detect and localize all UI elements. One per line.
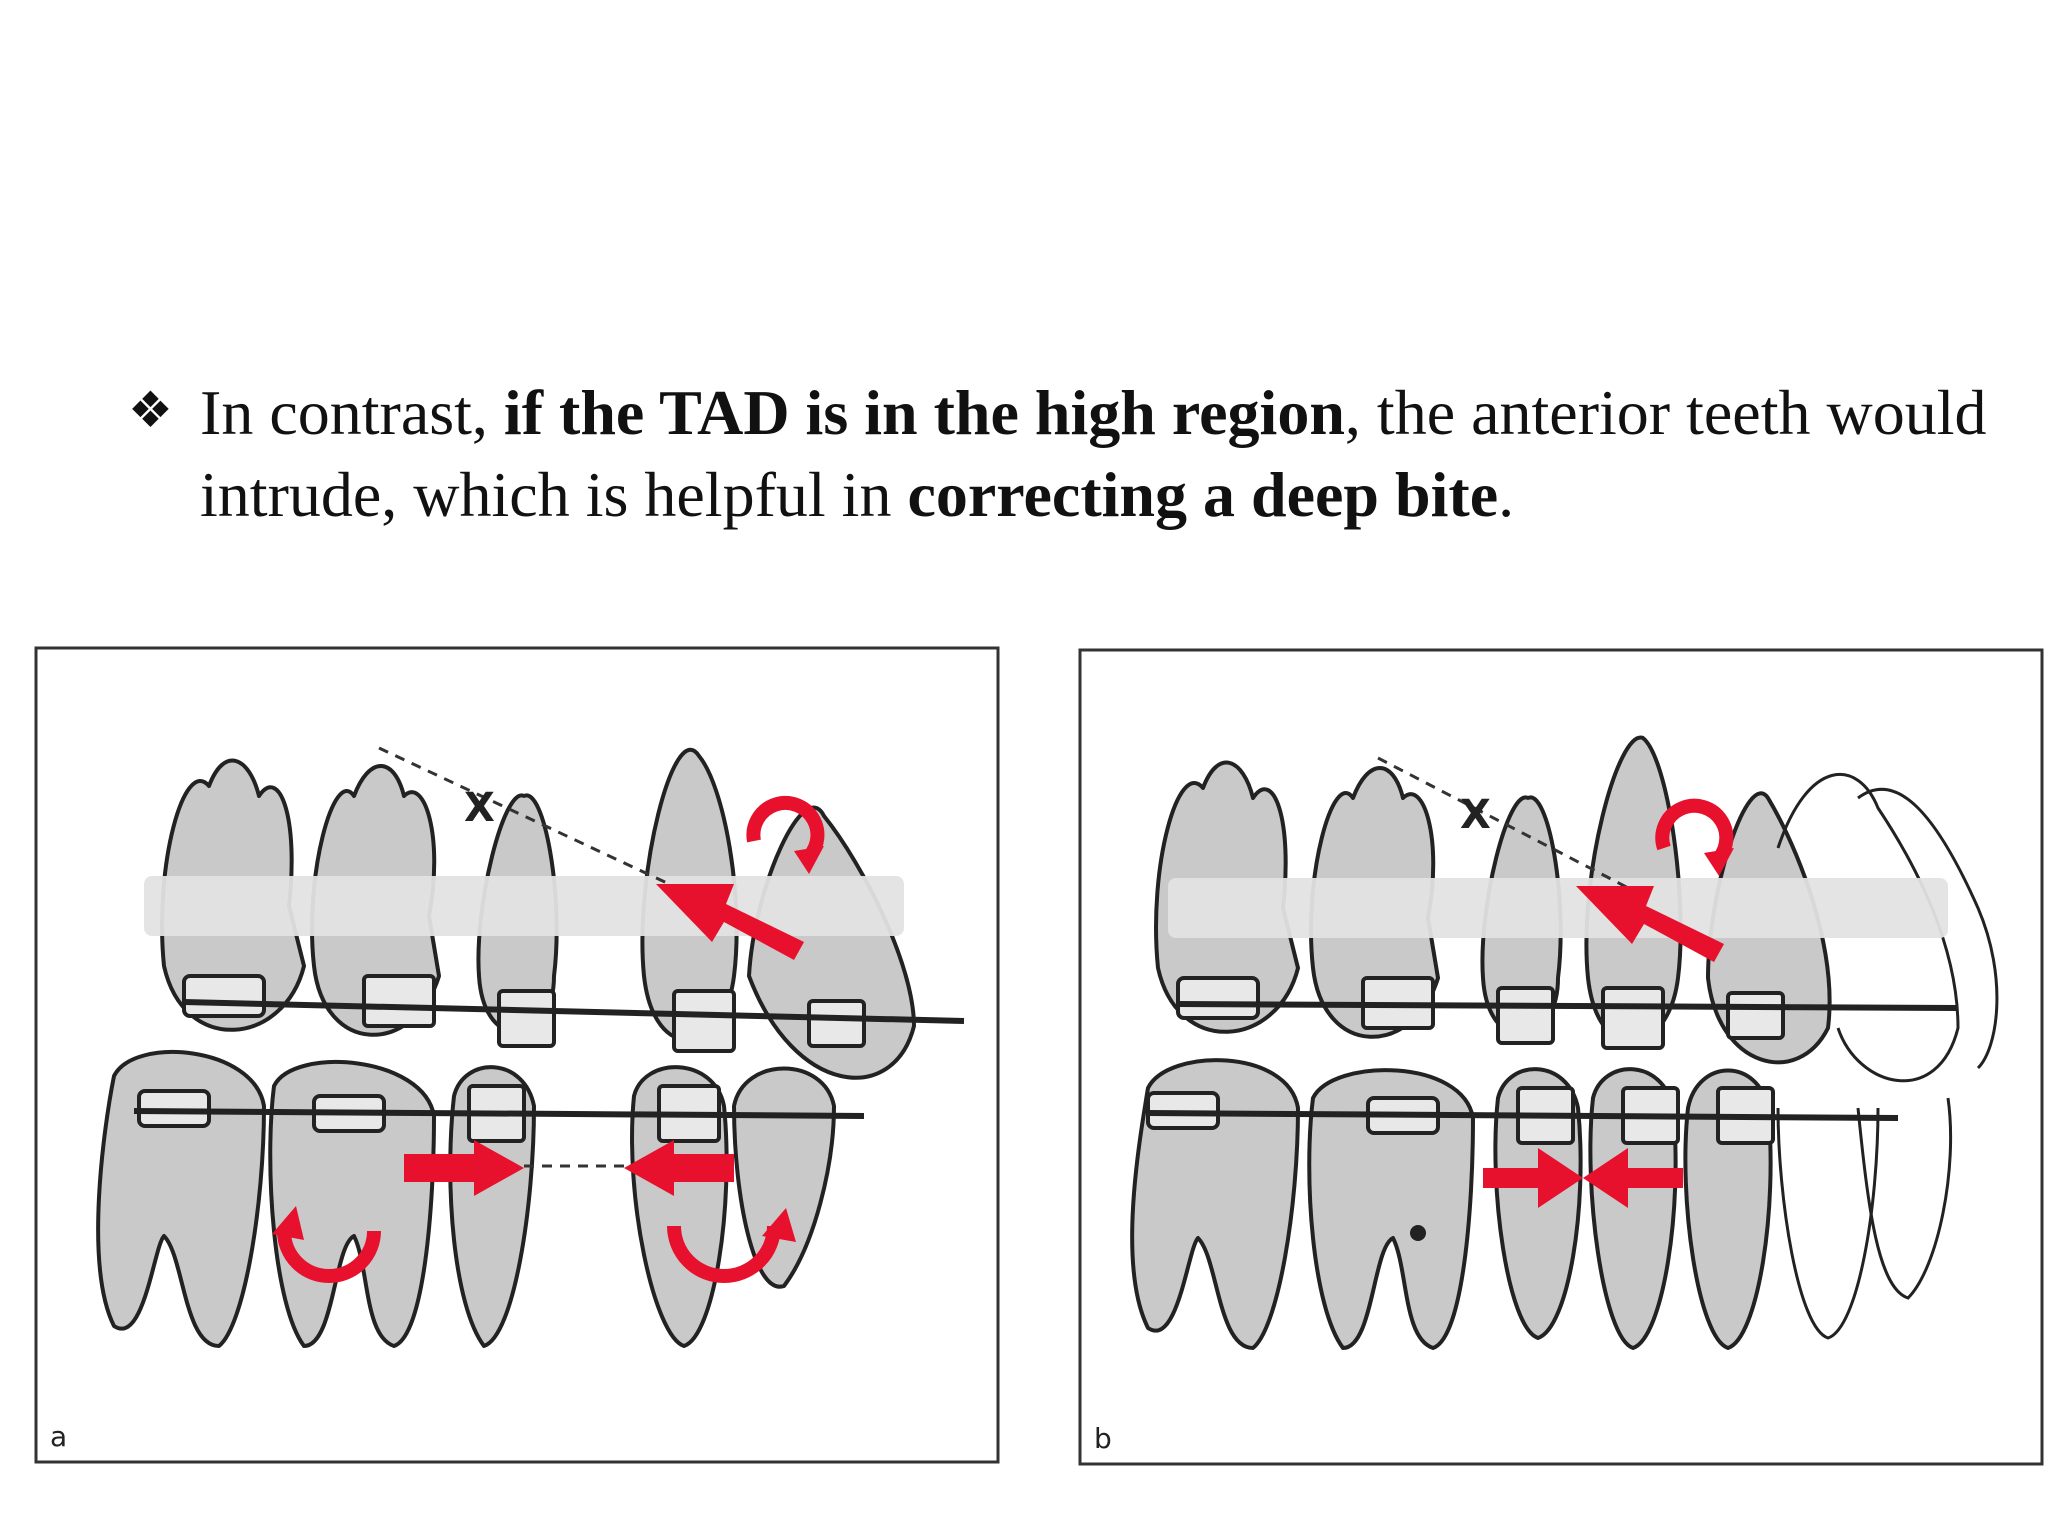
figure-panel-a: X a (34, 646, 1002, 1466)
distal-arrow (1583, 1148, 1683, 1208)
tad-marker: X (464, 785, 495, 831)
upper-archwire (183, 999, 965, 1024)
force-line (1377, 756, 1639, 895)
mesial-arrow (404, 1140, 524, 1196)
gingival-band (1168, 878, 1948, 938)
dental-illustration-b: X b (1078, 648, 2044, 1466)
rotation-arc-upper (746, 795, 825, 867)
center-of-resistance (1410, 1225, 1426, 1241)
distal-arrow (624, 1140, 734, 1196)
rotation-arrowhead (272, 1206, 304, 1240)
text-segment-bold: if the TAD is in the high region (503, 377, 1345, 448)
rotation-arc-molar (277, 1230, 381, 1283)
lower-archwire (133, 1108, 865, 1119)
rotation-arrowhead (794, 846, 824, 874)
text-segment: . (1498, 459, 1515, 530)
retraction-arrow (656, 884, 804, 960)
bullet-text: In contrast, if the TAD is in the high r… (200, 372, 2000, 536)
text-segment-bold: correcting a deep bite (907, 459, 1499, 530)
gingival-band (144, 876, 904, 936)
panel-label: b (1094, 1422, 1112, 1455)
panel-label: a (50, 1420, 67, 1453)
lower-archwire (1147, 1110, 1899, 1121)
diamond-bullet-icon: ❖ (128, 382, 173, 438)
text-segment: In contrast, (200, 377, 504, 448)
rotation-arc-canine (667, 1225, 781, 1283)
retraction-arrow (1576, 886, 1724, 962)
text-segment: , the anterior teeth would intrude, whic… (200, 377, 1987, 530)
rotation-arc-upper (1655, 798, 1734, 869)
rotation-arrowhead (1704, 848, 1734, 876)
tad-marker: X (1460, 792, 1491, 838)
dental-illustration-a: X a (34, 646, 1000, 1464)
lower-teeth (1130, 1058, 1953, 1350)
mesial-arrow (1483, 1148, 1583, 1208)
upper-archwire (1177, 1001, 1959, 1011)
rotation-arrowhead (762, 1208, 796, 1242)
force-line (378, 746, 685, 893)
figure-panel-b: X b (1078, 648, 2046, 1468)
